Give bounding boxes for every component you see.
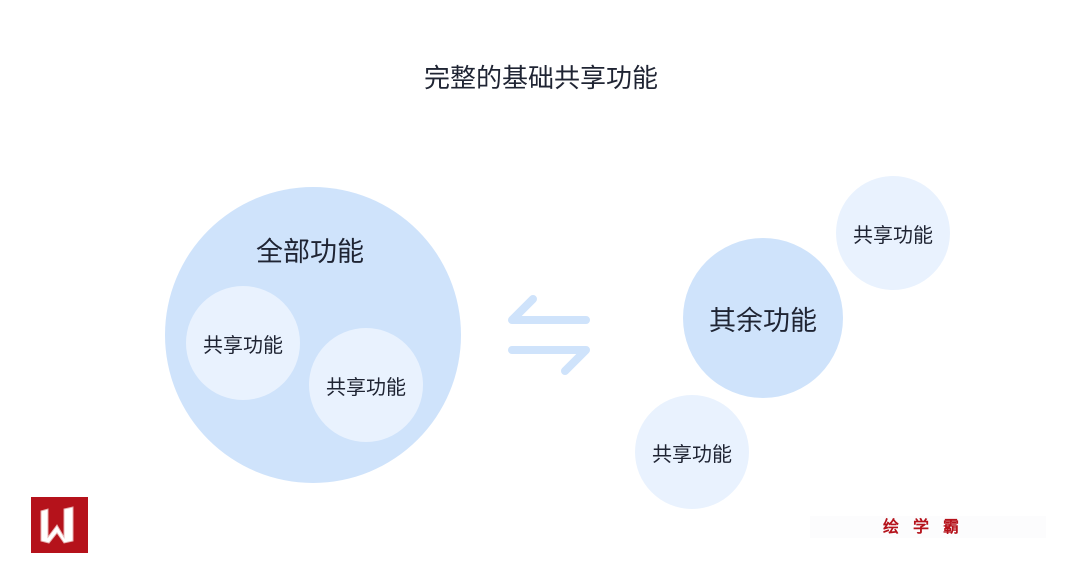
shared-feature-circle: 共享功能 <box>836 176 950 290</box>
shared-feature-circle: 共享功能 <box>186 286 300 400</box>
page-title: 完整的基础共享功能 <box>423 64 658 94</box>
shared-feature-circle: 共享功能 <box>309 328 423 442</box>
watermark: 绘学霸 <box>810 516 1046 538</box>
other-features-circle: 其余功能 <box>683 238 843 398</box>
shared-feature-circle: 共享功能 <box>635 395 749 509</box>
brand-logo <box>31 497 88 553</box>
all-features-label: 全部功能 <box>256 237 364 268</box>
